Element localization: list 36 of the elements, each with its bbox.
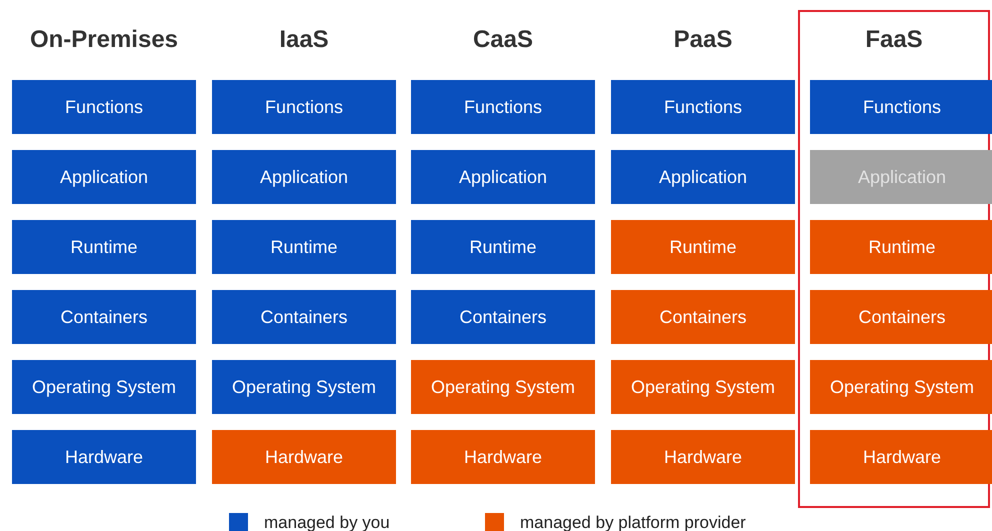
highlight-frame bbox=[798, 10, 990, 508]
layer-box: Containers bbox=[212, 290, 396, 344]
layer-box: Functions bbox=[411, 80, 595, 134]
layer-box: Operating System bbox=[12, 360, 196, 414]
layer-box: Application bbox=[411, 150, 595, 204]
layer-box: Operating System bbox=[411, 360, 595, 414]
layer-box: Functions bbox=[212, 80, 396, 134]
layer-box: Hardware bbox=[810, 430, 992, 484]
layer-box: Containers bbox=[611, 290, 795, 344]
layer-box: Runtime bbox=[12, 220, 196, 274]
layer-box: Hardware bbox=[411, 430, 595, 484]
layer-box: Functions bbox=[611, 80, 795, 134]
layer-box: Containers bbox=[411, 290, 595, 344]
layer-box: Application bbox=[810, 150, 992, 204]
layer-box: Functions bbox=[810, 80, 992, 134]
layer-box: Containers bbox=[12, 290, 196, 344]
layer-box: Application bbox=[611, 150, 795, 204]
column-heading: On-Premises bbox=[28, 25, 180, 55]
layer-box: Operating System bbox=[810, 360, 992, 414]
layer-box: Hardware bbox=[12, 430, 196, 484]
layer-box: Functions bbox=[12, 80, 196, 134]
layer-box: Runtime bbox=[810, 220, 992, 274]
layer-box: Application bbox=[12, 150, 196, 204]
layer-box: Hardware bbox=[212, 430, 396, 484]
layer-box: Containers bbox=[810, 290, 992, 344]
layer-box: Application bbox=[212, 150, 396, 204]
layer-box: Hardware bbox=[611, 430, 795, 484]
layer-box: Runtime bbox=[212, 220, 396, 274]
column-heading: PaaS bbox=[672, 25, 734, 55]
column-heading: CaaS bbox=[472, 25, 534, 55]
layer-box: Runtime bbox=[411, 220, 595, 274]
layer-box: Operating System bbox=[611, 360, 795, 414]
column-heading: IaaS bbox=[278, 25, 330, 55]
column-heading: FaaS bbox=[864, 25, 924, 55]
layer-box: Runtime bbox=[611, 220, 795, 274]
layer-box: Operating System bbox=[212, 360, 396, 414]
